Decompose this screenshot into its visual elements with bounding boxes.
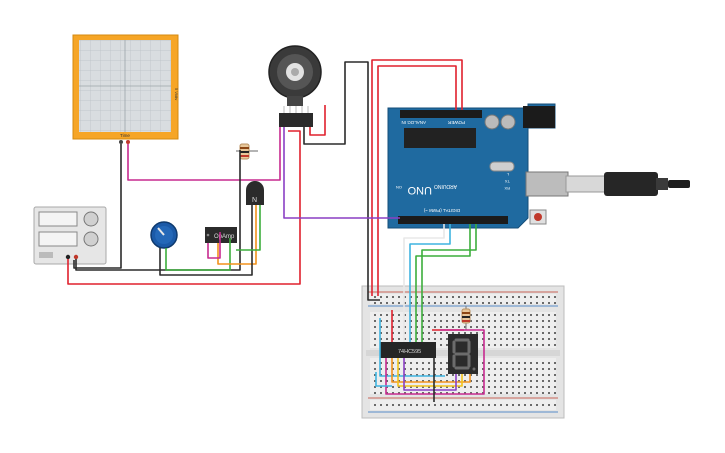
power-supply-display-voltage [38,211,78,227]
resistor-left[interactable] [236,143,258,160]
wire-orange-bb [391,358,471,383]
wire-blue-bb [379,318,445,377]
wire-blue-bb-b [375,372,392,387]
rotary-encoder[interactable] [268,45,322,127]
wire-black-psu [75,150,241,271]
wire-green-digital-b [421,224,477,342]
arduino-uno[interactable]: UNO ARDUINO DIGITAL (PWM ~) POWER ANALOG… [387,103,569,229]
oscilloscope-probe-neg[interactable] [119,140,123,144]
resistor-breadboard[interactable] [461,306,471,330]
shift-register[interactable]: 74HC595 [380,342,436,358]
breadboard-rail-top [370,294,556,304]
encoder-connector [279,113,313,127]
arduino-l-label: L [506,172,509,177]
arduino-uno-label: UNO [407,184,432,196]
wire-green-transistor [236,205,261,251]
wire-red-psu [67,130,301,285]
arduino-power-header[interactable] [400,110,482,118]
oscilloscope-probe-pos[interactable] [126,140,130,144]
wire-yellow-bb [397,358,463,387]
wire-magenta-opamp [207,232,221,259]
arduino-analog-label: ANALOG IN [401,120,426,125]
wire-magenta-bb [385,329,485,395]
arduino-digital-header[interactable] [398,216,508,224]
wire-green-digital [415,224,471,342]
arduino-power-label: POWER [447,120,465,125]
arduino-logo-text: ARDUINO [434,183,457,189]
wire-green-pot [165,238,231,271]
arduino-on-label: ON [396,185,402,190]
wire-magenta-scope [127,127,281,181]
wire-orange [217,205,257,265]
power-supply-current-knob[interactable] [83,231,99,247]
wire-black-scope [73,144,122,269]
breadboard-rail-bottom [370,400,556,410]
power-supply-terminal-pos[interactable] [73,254,79,260]
wire-red-5v-b [377,65,457,296]
usb-cable[interactable] [565,172,690,196]
oscilloscope[interactable]: 5 V/div Time [72,34,179,144]
wire-black-transistor [159,205,253,276]
wire-black-encoder [303,61,380,301]
power-supply[interactable] [33,206,107,265]
power-supply-voltage-knob[interactable] [83,211,99,227]
arduino-rx-label: RX [504,186,510,191]
transistor[interactable]: N [246,181,264,205]
power-supply-display-current [38,231,78,247]
arduino-tx-label: TX [505,179,510,184]
wire-blue-digital [409,224,451,342]
opamp[interactable]: OpAmp [205,227,237,243]
encoder-pins [283,106,309,113]
opamp-label: OpAmp [214,234,235,240]
arduino-power-jack[interactable] [523,106,555,128]
shift-register-label: 74HC595 [398,349,421,355]
potentiometer[interactable] [150,221,178,249]
arduino-usb-port[interactable] [525,171,569,197]
power-supply-terminal-neg[interactable] [65,254,71,260]
wire-white [403,224,445,342]
wires [67,59,485,402]
wire-red-encoder [309,105,326,136]
transistor-label: N [252,197,257,204]
wire-purple [283,127,400,219]
oscilloscope-time-label: Time [120,133,130,138]
arduino-digital-label: DIGITAL (PWM ~) [423,208,460,213]
wire-purple-bb [403,358,457,391]
seven-segment-display[interactable]: 8. [448,334,478,374]
oscilloscope-vdiv-label: 5 V/div [174,88,179,100]
arduino-chip [404,128,476,148]
wire-red-5v [371,59,463,296]
